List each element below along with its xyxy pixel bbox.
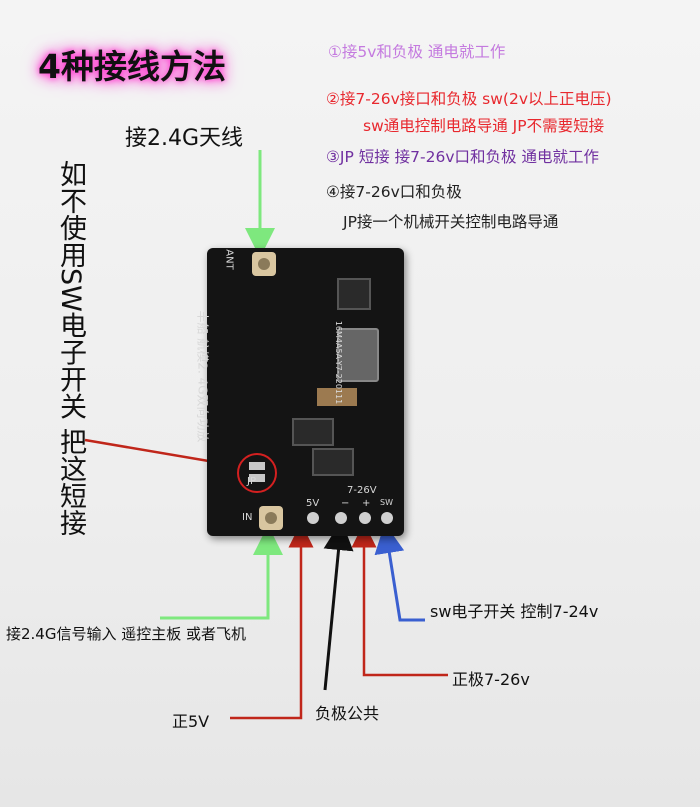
- pin-5v-label: 5V: [306, 498, 320, 509]
- jp-shorting-note: 如不使用SW电子开关 把这短接: [55, 160, 86, 537]
- inductor: [337, 328, 379, 382]
- board-code: 16M4A5A-Y7-220111: [334, 320, 344, 405]
- in-silkscreen: IN: [242, 512, 253, 523]
- positive-7-26v-wire: [351, 522, 448, 677]
- instruction-1: ①接5v和负极 通电就工作: [328, 43, 506, 61]
- positive-5v-label: 正5V: [172, 712, 210, 731]
- negative-wire: [323, 520, 354, 691]
- pin-minus-label: −: [341, 498, 350, 509]
- capacitors: [317, 388, 357, 406]
- instruction-2-line-1: ②接7-26v接口和负极 sw(2v以上正电压): [326, 90, 612, 108]
- negative-label: 负极公共: [315, 704, 380, 723]
- input-wire: [160, 525, 283, 620]
- antenna-label: 接2.4G天线: [125, 126, 244, 151]
- transistor: [292, 418, 334, 446]
- pin-plus-label: +: [362, 498, 371, 509]
- ant-silkscreen: ANT: [223, 249, 235, 270]
- board-name: 丰船 航模2. 4G双向功放: [195, 310, 210, 443]
- pad-negative: [335, 512, 347, 524]
- jp-silkscreen: JP: [247, 476, 256, 487]
- pin-range-label: 7-26V: [347, 485, 377, 496]
- instruction-4-line-2: JP接一个机械开关控制电路导通: [343, 213, 559, 231]
- pcb-board: ANT 丰船 航模2. 4G双向功放 16M4A5A-Y7-220111 JP …: [196, 248, 404, 536]
- sw-wire: [374, 523, 425, 622]
- pad-positive: [359, 512, 371, 524]
- positive-7-26v-label: 正极7-26v: [452, 670, 530, 689]
- jp-highlight-circle: [237, 453, 277, 493]
- instruction-4-line-1: ④接7-26v口和负极: [326, 183, 462, 201]
- positive-5v-wire: [230, 522, 314, 720]
- pad-5v: [307, 512, 319, 524]
- chip-ic: [337, 278, 371, 310]
- sw-label: sw电子开关 控制7-24v: [430, 602, 599, 621]
- input-label: 接2.4G信号输入 遥控主板 或者飞机: [6, 625, 247, 643]
- transistor-2: [312, 448, 354, 476]
- instruction-3: ③JP 短接 接7-26v口和负极 通电就工作: [326, 148, 599, 166]
- pin-sw-label: SW: [380, 498, 393, 507]
- pad-sw: [381, 512, 393, 524]
- instruction-2-line-2: sw通电控制电路导通 JP不需要短接: [363, 117, 605, 135]
- input-connector: [259, 506, 283, 530]
- antenna-connector: [252, 252, 276, 276]
- page-title: 4种接线方法: [38, 47, 226, 86]
